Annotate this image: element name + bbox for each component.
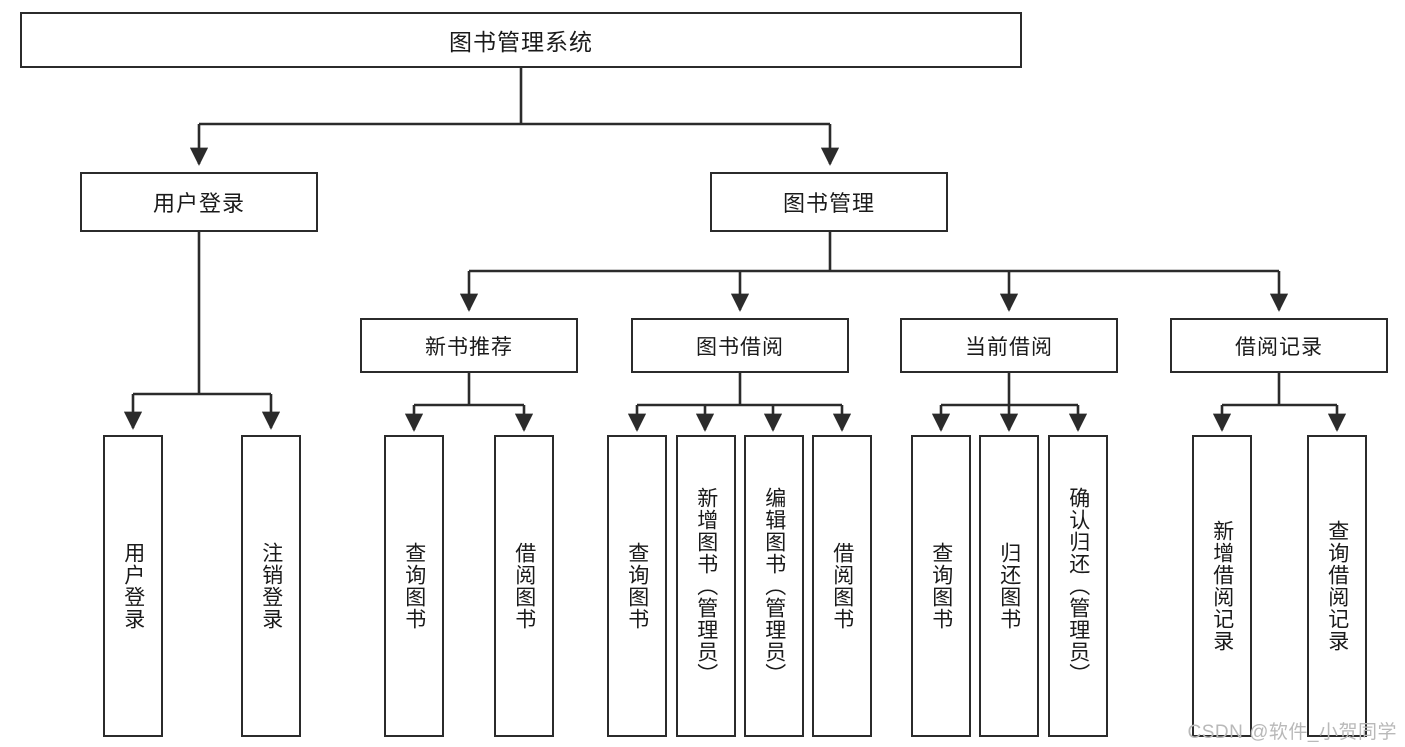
- node-label: 查询图书: [929, 542, 953, 630]
- leaf-query-borrow-record[interactable]: 查询借阅记录: [1307, 435, 1367, 737]
- leaf-query-book-borrow[interactable]: 查询图书: [607, 435, 667, 737]
- node-label: 图书借阅: [696, 335, 784, 359]
- leaf-query-book-recommend[interactable]: 查询图书: [384, 435, 444, 737]
- leaf-return-book[interactable]: 归还图书: [979, 435, 1039, 737]
- node-label: 新增图书（管理员）: [694, 487, 718, 685]
- leaf-borrow-book-recommend[interactable]: 借阅图书: [494, 435, 554, 737]
- node-root-book-management-system[interactable]: 图书管理系统: [20, 12, 1022, 68]
- node-label: 查询借阅记录: [1325, 520, 1349, 652]
- leaf-add-book-admin[interactable]: 新增图书（管理员）: [676, 435, 736, 737]
- leaf-confirm-return-admin[interactable]: 确认归还（管理员）: [1048, 435, 1108, 737]
- node-label: 查询图书: [625, 542, 649, 630]
- node-label: 用户登录: [121, 542, 145, 630]
- watermark: CSDN @软件_小贺同学: [1187, 722, 1397, 743]
- node-label: 归还图书: [997, 542, 1021, 630]
- node-label: 确认归还（管理员）: [1066, 487, 1090, 685]
- node-book-borrow[interactable]: 图书借阅: [631, 318, 849, 373]
- node-label: 借阅记录: [1235, 335, 1323, 359]
- node-new-book-recommend[interactable]: 新书推荐: [360, 318, 578, 373]
- node-label: 当前借阅: [965, 335, 1053, 359]
- node-label: 用户登录: [152, 191, 245, 216]
- node-label: 编辑图书（管理员）: [762, 487, 786, 685]
- node-label: 图书管理: [782, 191, 875, 216]
- node-label: 图书管理系统: [449, 29, 593, 55]
- leaf-query-book-current[interactable]: 查询图书: [911, 435, 971, 737]
- node-label: 查询图书: [402, 542, 426, 630]
- node-current-borrow[interactable]: 当前借阅: [900, 318, 1118, 373]
- leaf-edit-book-admin[interactable]: 编辑图书（管理员）: [744, 435, 804, 737]
- node-user-login[interactable]: 用户登录: [80, 172, 318, 232]
- node-label: 借阅图书: [830, 542, 854, 630]
- node-borrow-record[interactable]: 借阅记录: [1170, 318, 1388, 373]
- leaf-logout-login[interactable]: 注销登录: [241, 435, 301, 737]
- leaf-borrow-book[interactable]: 借阅图书: [812, 435, 872, 737]
- leaf-add-borrow-record[interactable]: 新增借阅记录: [1192, 435, 1252, 737]
- node-label: 注销登录: [259, 542, 283, 630]
- node-label: 新增借阅记录: [1210, 520, 1234, 652]
- node-label: 借阅图书: [512, 542, 536, 630]
- node-book-management[interactable]: 图书管理: [710, 172, 948, 232]
- leaf-user-login[interactable]: 用户登录: [103, 435, 163, 737]
- node-label: 新书推荐: [425, 335, 513, 359]
